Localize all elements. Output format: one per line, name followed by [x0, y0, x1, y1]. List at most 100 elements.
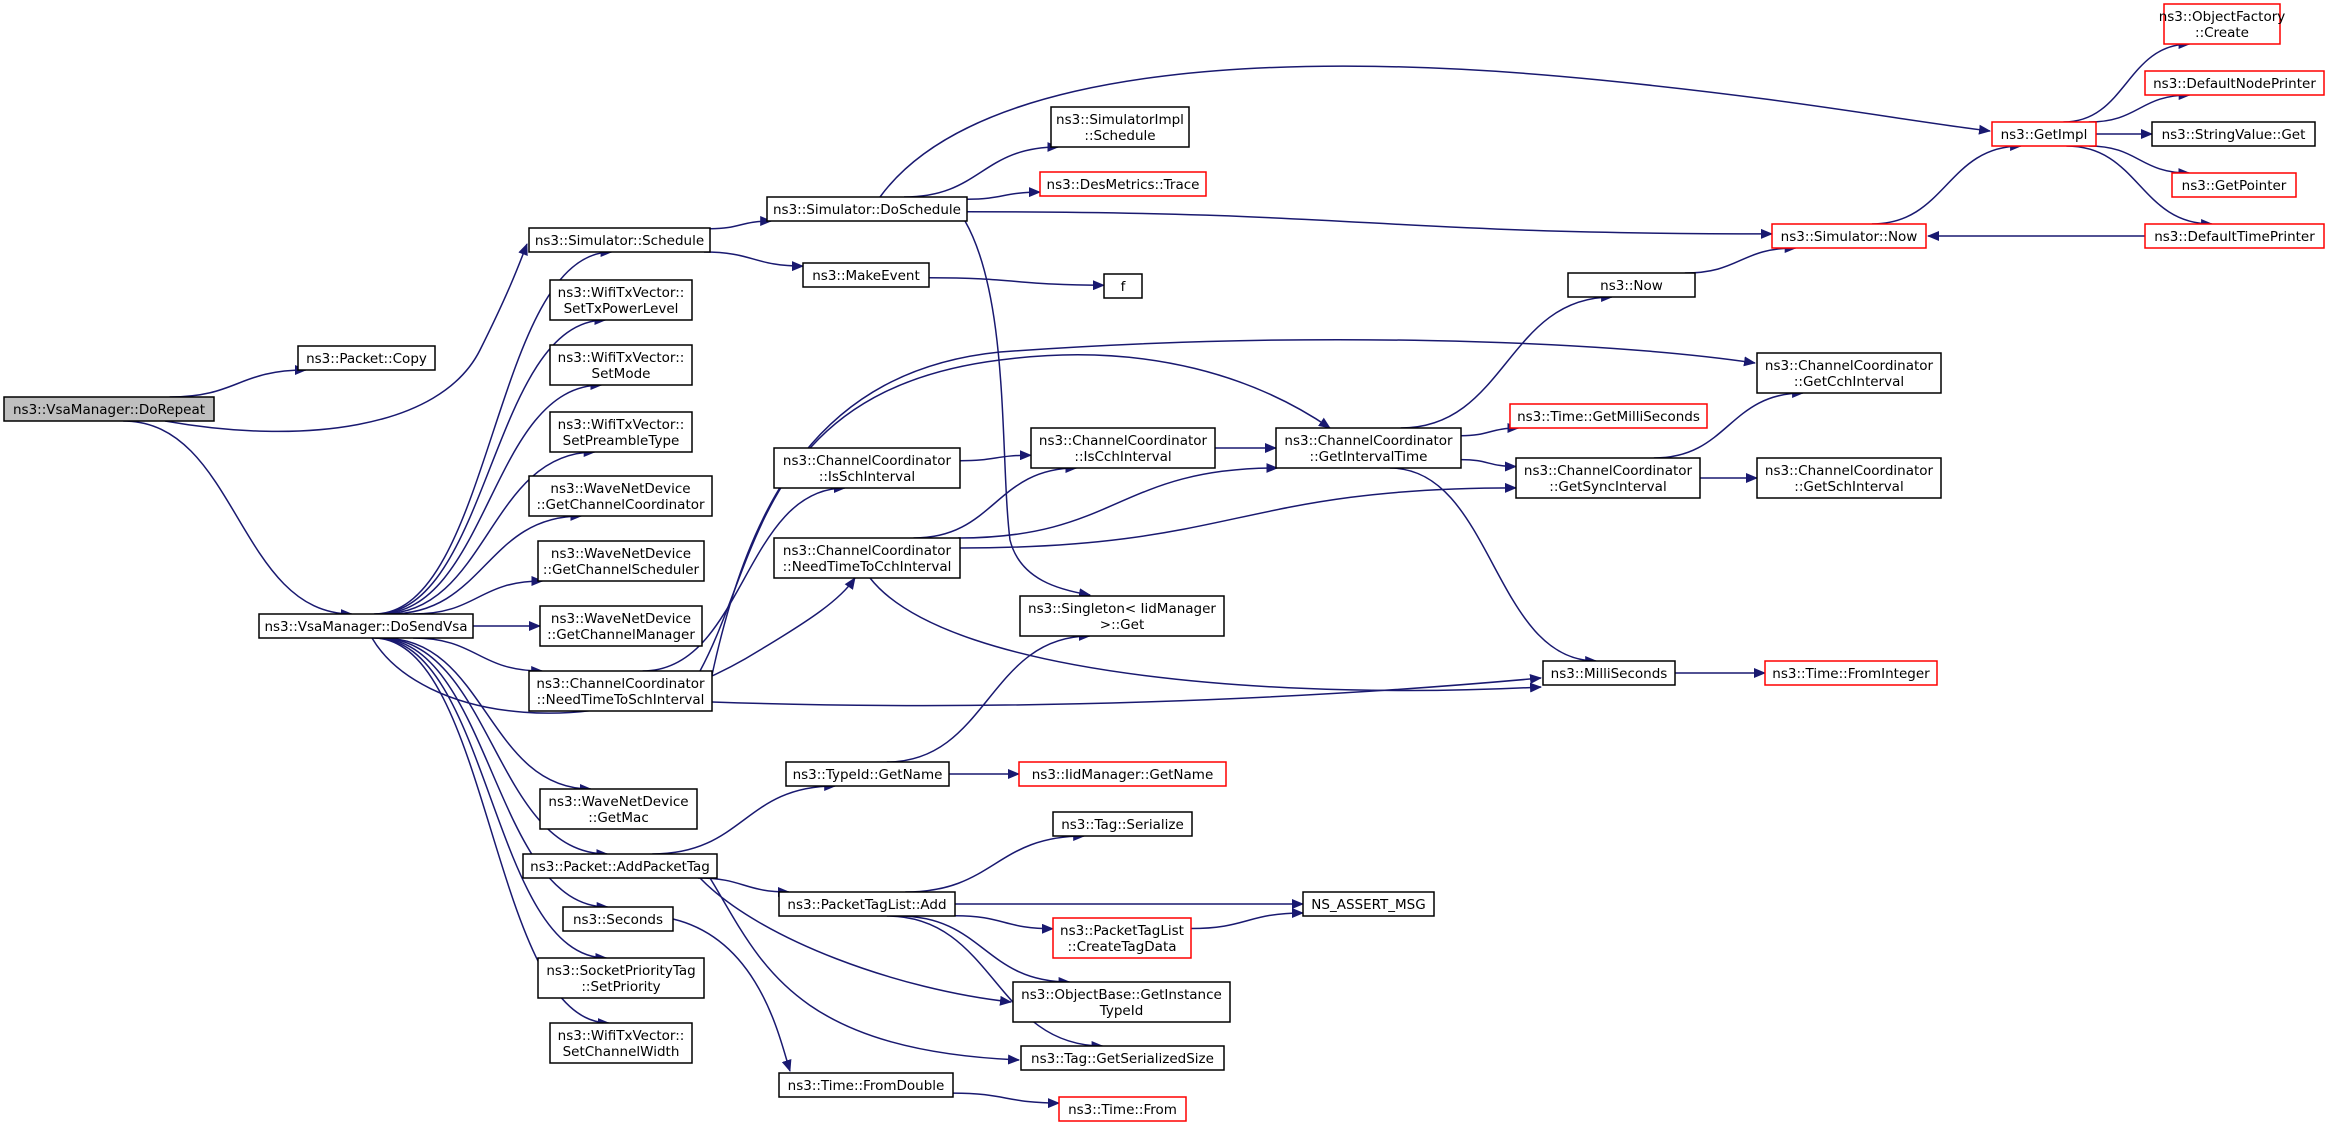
node-TimeFrom[interactable]: ns3::Time::From — [1058, 1096, 1187, 1122]
node-NeedTimeToCch[interactable]: ns3::ChannelCoordinator::NeedTimeToCchIn… — [773, 537, 961, 579]
node-box — [537, 540, 705, 582]
node-GetSyncInterval[interactable]: ns3::ChannelCoordinator::GetSyncInterval — [1515, 457, 1701, 499]
node-SimulatorNow[interactable]: ns3::Simulator::Now — [1771, 223, 1927, 249]
node-GetSerializedSize[interactable]: ns3::Tag::GetSerializedSize — [1020, 1045, 1225, 1071]
node-label: ns3::MakeEvent — [812, 268, 920, 284]
node-label: ns3::Time::FromInteger — [1772, 666, 1930, 682]
node-Seconds[interactable]: ns3::Seconds — [562, 906, 674, 932]
node-label: ::GetMac — [588, 810, 649, 826]
node-label: ns3::ChannelCoordinator — [783, 453, 952, 469]
node-label: SetChannelWidth — [563, 1044, 680, 1060]
node-label: TypeId — [1099, 1003, 1144, 1019]
node-IidGetName[interactable]: ns3::IidManager::GetName — [1018, 761, 1227, 787]
node-StringValueGet[interactable]: ns3::StringValue::Get — [2151, 121, 2316, 147]
edge-DoSchedule-to-SimImplSchedule — [903, 142, 1060, 198]
node-MakeEvent[interactable]: ns3::MakeEvent — [802, 262, 930, 288]
edge-SimulatorNow-to-GetImpl — [1871, 141, 2023, 225]
node-IsSchInterval[interactable]: ns3::ChannelCoordinator::IsSchInterval — [773, 447, 961, 489]
node-SetTxPowerLevel[interactable]: ns3::WifiTxVector::SetTxPowerLevel — [549, 279, 693, 321]
edge-GetIntervalTime-to-GetMilliSeconds — [1460, 423, 1520, 437]
node-SetChannelWidth[interactable]: ns3::WifiTxVector::SetChannelWidth — [549, 1022, 693, 1064]
node-box — [2151, 121, 2316, 147]
node-box — [2144, 223, 2325, 249]
node-PacketCopy[interactable]: ns3::Packet::Copy — [297, 345, 436, 371]
node-label: ns3::IidManager::GetName — [1032, 767, 1214, 783]
node-box — [562, 906, 674, 932]
node-label: ns3::Tag::GetSerializedSize — [1031, 1051, 1214, 1067]
edge-MakeEvent-to-f — [928, 276, 1105, 291]
node-GetIntervalTime[interactable]: ns3::ChannelCoordinator::GetIntervalTime — [1275, 427, 1462, 469]
node-label: ::GetCchInterval — [1794, 374, 1904, 390]
edge-GetImpl-to-DefaultTimePrinter — [2066, 145, 2214, 229]
edge-DoSendVsa-to-GetMac — [382, 637, 592, 794]
node-GetChannelManager[interactable]: ns3::WaveNetDevice::GetChannelManager — [539, 605, 703, 647]
node-label: ns3::Tag::Serialize — [1061, 817, 1184, 833]
edge-DoSendVsa-to-GetChannelCoordinator — [389, 511, 583, 615]
node-label: ns3::ChannelCoordinator — [1524, 463, 1693, 479]
node-FromInteger[interactable]: ns3::Time::FromInteger — [1764, 660, 1938, 686]
node-label: ns3::WifiTxVector:: — [558, 350, 685, 366]
node-SetPriority[interactable]: ns3::SocketPriorityTag::SetPriority — [537, 957, 705, 999]
node-box — [1542, 660, 1676, 686]
node-box — [1509, 403, 1708, 429]
edge-PacketTagListAdd-to-GetSerializedSize — [886, 915, 1104, 1051]
node-box — [1991, 121, 2097, 147]
node-MilliSeconds[interactable]: ns3::MilliSeconds — [1542, 660, 1676, 686]
node-DoSendVsa[interactable]: ns3::VsaManager::DoSendVsa — [258, 613, 474, 639]
edge-GetImpl-to-DefaultNodePrinter — [2088, 90, 2191, 123]
edge-DoRepeat-to-DoSendVsa — [123, 420, 353, 619]
node-DoRepeat[interactable]: ns3::VsaManager::DoRepeat — [3, 396, 215, 422]
node-TagSerialize[interactable]: ns3::Tag::Serialize — [1052, 811, 1193, 837]
node-GetChannelCoordinator[interactable]: ns3::WaveNetDevice::GetChannelCoordinato… — [528, 475, 713, 517]
node-DesMetricsTrace[interactable]: ns3::DesMetrics::Trace — [1039, 171, 1207, 197]
node-GetImpl[interactable]: ns3::GetImpl — [1991, 121, 2097, 147]
edges-layer — [123, 39, 2214, 1109]
node-label: ns3::PacketTagList::Add — [787, 897, 946, 913]
node-PacketTagListAdd[interactable]: ns3::PacketTagList::Add — [778, 891, 956, 917]
node-GetPointer[interactable]: ns3::GetPointer — [2171, 172, 2297, 198]
node-SimSchedule[interactable]: ns3::Simulator::Schedule — [528, 227, 711, 253]
node-GetMac[interactable]: ns3::WaveNetDevice::GetMac — [539, 788, 698, 830]
node-box — [766, 196, 968, 222]
node-DefaultTimePrinter[interactable]: ns3::DefaultTimePrinter — [2144, 223, 2325, 249]
node-FromDouble[interactable]: ns3::Time::FromDouble — [778, 1072, 954, 1098]
node-box — [522, 853, 718, 879]
node-SetPreambleType[interactable]: ns3::WifiTxVector::SetPreambleType — [549, 411, 693, 453]
node-label: ns3::TypeId::GetName — [793, 767, 943, 783]
node-SimImplSchedule[interactable]: ns3::SimulatorImpl::Schedule — [1050, 106, 1190, 148]
node-IsCchInterval[interactable]: ns3::ChannelCoordinator::IsCchInterval — [1030, 427, 1216, 469]
node-f[interactable]: f — [1103, 273, 1143, 299]
node-Now[interactable]: ns3::Now — [1567, 272, 1696, 298]
node-box — [539, 605, 703, 647]
node-box — [297, 345, 436, 371]
node-box — [1019, 595, 1225, 637]
node-CreateTagData[interactable]: ns3::PacketTagList::CreateTagData — [1052, 917, 1192, 959]
node-GetChannelScheduler[interactable]: ns3::WaveNetDevice::GetChannelScheduler — [537, 540, 705, 582]
node-label: ns3::WifiTxVector:: — [558, 285, 685, 301]
edge-NeedTimeToCch-to-IsCchInterval — [913, 463, 1078, 539]
node-box — [258, 613, 474, 639]
node-ObjectFactoryCreate[interactable]: ns3::ObjectFactory::Create — [2159, 3, 2286, 45]
node-GetMilliSeconds[interactable]: ns3::Time::GetMilliSeconds — [1509, 403, 1708, 429]
node-NsAssertMsg[interactable]: NS_ASSERT_MSG — [1302, 891, 1435, 917]
node-GetCchInterval[interactable]: ns3::ChannelCoordinator::GetCchInterval — [1756, 352, 1942, 394]
edge-GetImpl-to-GetPointer — [2088, 145, 2191, 178]
node-GetSchInterval[interactable]: ns3::ChannelCoordinator::GetSchInterval — [1756, 457, 1942, 499]
node-DoSchedule[interactable]: ns3::Simulator::DoSchedule — [766, 196, 968, 222]
edge-NeedTimeToCch-to-MilliSeconds — [869, 577, 1542, 693]
edge-GetImpl-to-ObjectFactoryCreate — [2063, 39, 2191, 123]
node-SingletonGet[interactable]: ns3::Singleton< IidManager>::Get — [1019, 595, 1225, 637]
node-TypeIdGetName[interactable]: ns3::TypeId::GetName — [785, 761, 950, 787]
node-DefaultNodePrinter[interactable]: ns3::DefaultNodePrinter — [2144, 70, 2325, 96]
node-NeedTimeToSch[interactable]: ns3::ChannelCoordinator::NeedTimeToSchIn… — [528, 670, 713, 712]
node-AddPacketTag[interactable]: ns3::Packet::AddPacketTag — [522, 853, 718, 879]
node-box — [1058, 1096, 1187, 1122]
node-label: ns3::ChannelCoordinator — [1284, 433, 1453, 449]
edge-PacketTagListAdd-to-GetInstanceTypeId — [898, 915, 1071, 987]
node-SetMode[interactable]: ns3::WifiTxVector::SetMode — [549, 344, 693, 386]
edge-PacketTagListAdd-to-CreateTagData — [954, 914, 1054, 934]
edge-Seconds-to-FromDouble — [672, 918, 792, 1072]
node-label: ns3::Time::FromDouble — [788, 1078, 945, 1094]
node-box — [549, 279, 693, 321]
